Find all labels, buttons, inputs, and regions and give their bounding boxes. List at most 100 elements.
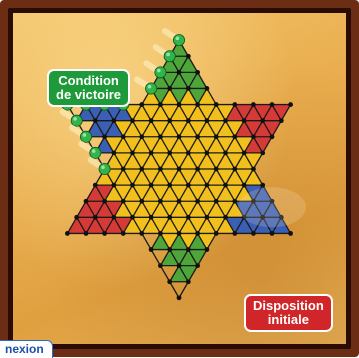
green-marble[interactable] xyxy=(146,83,157,94)
board-hole[interactable] xyxy=(205,215,210,220)
board-hole[interactable] xyxy=(167,118,172,123)
board-hole[interactable] xyxy=(205,150,210,155)
board-hole[interactable] xyxy=(242,150,247,155)
board-hole[interactable] xyxy=(214,199,219,204)
board-hole[interactable] xyxy=(186,54,191,59)
board-hole[interactable] xyxy=(251,231,256,236)
board-hole[interactable] xyxy=(158,263,163,268)
board-hole[interactable] xyxy=(139,199,144,204)
board-hole[interactable] xyxy=(149,215,154,220)
board-hole[interactable] xyxy=(177,167,182,172)
board-hole[interactable] xyxy=(149,247,154,252)
green-marble[interactable] xyxy=(155,67,166,78)
board-hole[interactable] xyxy=(279,118,284,123)
board-hole[interactable] xyxy=(177,70,182,75)
board-hole[interactable] xyxy=(112,215,117,220)
board-hole[interactable] xyxy=(195,231,200,236)
board-hole[interactable] xyxy=(260,150,265,155)
board-hole[interactable] xyxy=(167,247,172,252)
board-hole[interactable] xyxy=(270,134,275,139)
board-hole[interactable] xyxy=(223,150,228,155)
board-hole[interactable] xyxy=(205,183,210,188)
board-hole[interactable] xyxy=(232,134,237,139)
board-hole[interactable] xyxy=(232,199,237,204)
board-hole[interactable] xyxy=(177,263,182,268)
board-hole[interactable] xyxy=(195,102,200,107)
board-hole[interactable] xyxy=(186,150,191,155)
green-marble[interactable] xyxy=(173,35,184,46)
board-hole[interactable] xyxy=(195,167,200,172)
board-hole[interactable] xyxy=(112,183,117,188)
board-hole[interactable] xyxy=(214,231,219,236)
board-hole[interactable] xyxy=(195,70,200,75)
board-hole[interactable] xyxy=(214,167,219,172)
board-hole[interactable] xyxy=(214,102,219,107)
board-hole[interactable] xyxy=(186,279,191,284)
board-hole[interactable] xyxy=(167,215,172,220)
board-hole[interactable] xyxy=(195,263,200,268)
board-hole[interactable] xyxy=(260,183,265,188)
board-hole[interactable] xyxy=(195,134,200,139)
board-hole[interactable] xyxy=(84,199,89,204)
board-hole[interactable] xyxy=(102,231,107,236)
board-hole[interactable] xyxy=(177,231,182,236)
board-hole[interactable] xyxy=(139,231,144,236)
board-hole[interactable] xyxy=(186,183,191,188)
board-hole[interactable] xyxy=(139,134,144,139)
board-hole[interactable] xyxy=(149,150,154,155)
board-hole[interactable] xyxy=(112,150,117,155)
board-hole[interactable] xyxy=(223,183,228,188)
board-hole[interactable] xyxy=(139,167,144,172)
board-hole[interactable] xyxy=(177,199,182,204)
board-hole[interactable] xyxy=(186,86,191,91)
board-hole[interactable] xyxy=(74,215,79,220)
board-hole[interactable] xyxy=(149,118,154,123)
board-hole[interactable] xyxy=(177,295,182,300)
board-hole[interactable] xyxy=(121,167,126,172)
board-hole[interactable] xyxy=(270,102,275,107)
board-hole[interactable] xyxy=(242,118,247,123)
board-hole[interactable] xyxy=(130,183,135,188)
board-hole[interactable] xyxy=(93,118,98,123)
board-hole[interactable] xyxy=(232,231,237,236)
board-hole[interactable] xyxy=(158,231,163,236)
board-hole[interactable] xyxy=(205,247,210,252)
board-hole[interactable] xyxy=(195,199,200,204)
board-hole[interactable] xyxy=(121,134,126,139)
board-hole[interactable] xyxy=(158,102,163,107)
board-hole[interactable] xyxy=(112,118,117,123)
board-hole[interactable] xyxy=(251,134,256,139)
green-marble[interactable] xyxy=(80,131,91,142)
board-hole[interactable] xyxy=(84,231,89,236)
green-marble[interactable] xyxy=(71,115,82,126)
board-hole[interactable] xyxy=(251,102,256,107)
board-hole[interactable] xyxy=(65,231,70,236)
board-hole[interactable] xyxy=(167,86,172,91)
board-hole[interactable] xyxy=(158,167,163,172)
board-hole[interactable] xyxy=(251,167,256,172)
board-hole[interactable] xyxy=(167,183,172,188)
board-hole[interactable] xyxy=(214,134,219,139)
board-hole[interactable] xyxy=(139,102,144,107)
board-hole[interactable] xyxy=(93,215,98,220)
board-hole[interactable] xyxy=(130,118,135,123)
board-hole[interactable] xyxy=(242,183,247,188)
board-hole[interactable] xyxy=(102,134,107,139)
board-hole[interactable] xyxy=(288,231,293,236)
board-hole[interactable] xyxy=(232,102,237,107)
board-hole[interactable] xyxy=(177,134,182,139)
board-hole[interactable] xyxy=(223,118,228,123)
board-hole[interactable] xyxy=(205,86,210,91)
green-marble[interactable] xyxy=(90,147,101,158)
board-hole[interactable] xyxy=(158,134,163,139)
board-hole[interactable] xyxy=(205,118,210,123)
board-hole[interactable] xyxy=(186,118,191,123)
board-hole[interactable] xyxy=(270,231,275,236)
board-hole[interactable] xyxy=(93,183,98,188)
board-hole[interactable] xyxy=(232,167,237,172)
green-marble[interactable] xyxy=(164,51,175,62)
board-hole[interactable] xyxy=(102,199,107,204)
board-hole[interactable] xyxy=(177,102,182,107)
board-hole[interactable] xyxy=(186,215,191,220)
board-hole[interactable] xyxy=(223,215,228,220)
